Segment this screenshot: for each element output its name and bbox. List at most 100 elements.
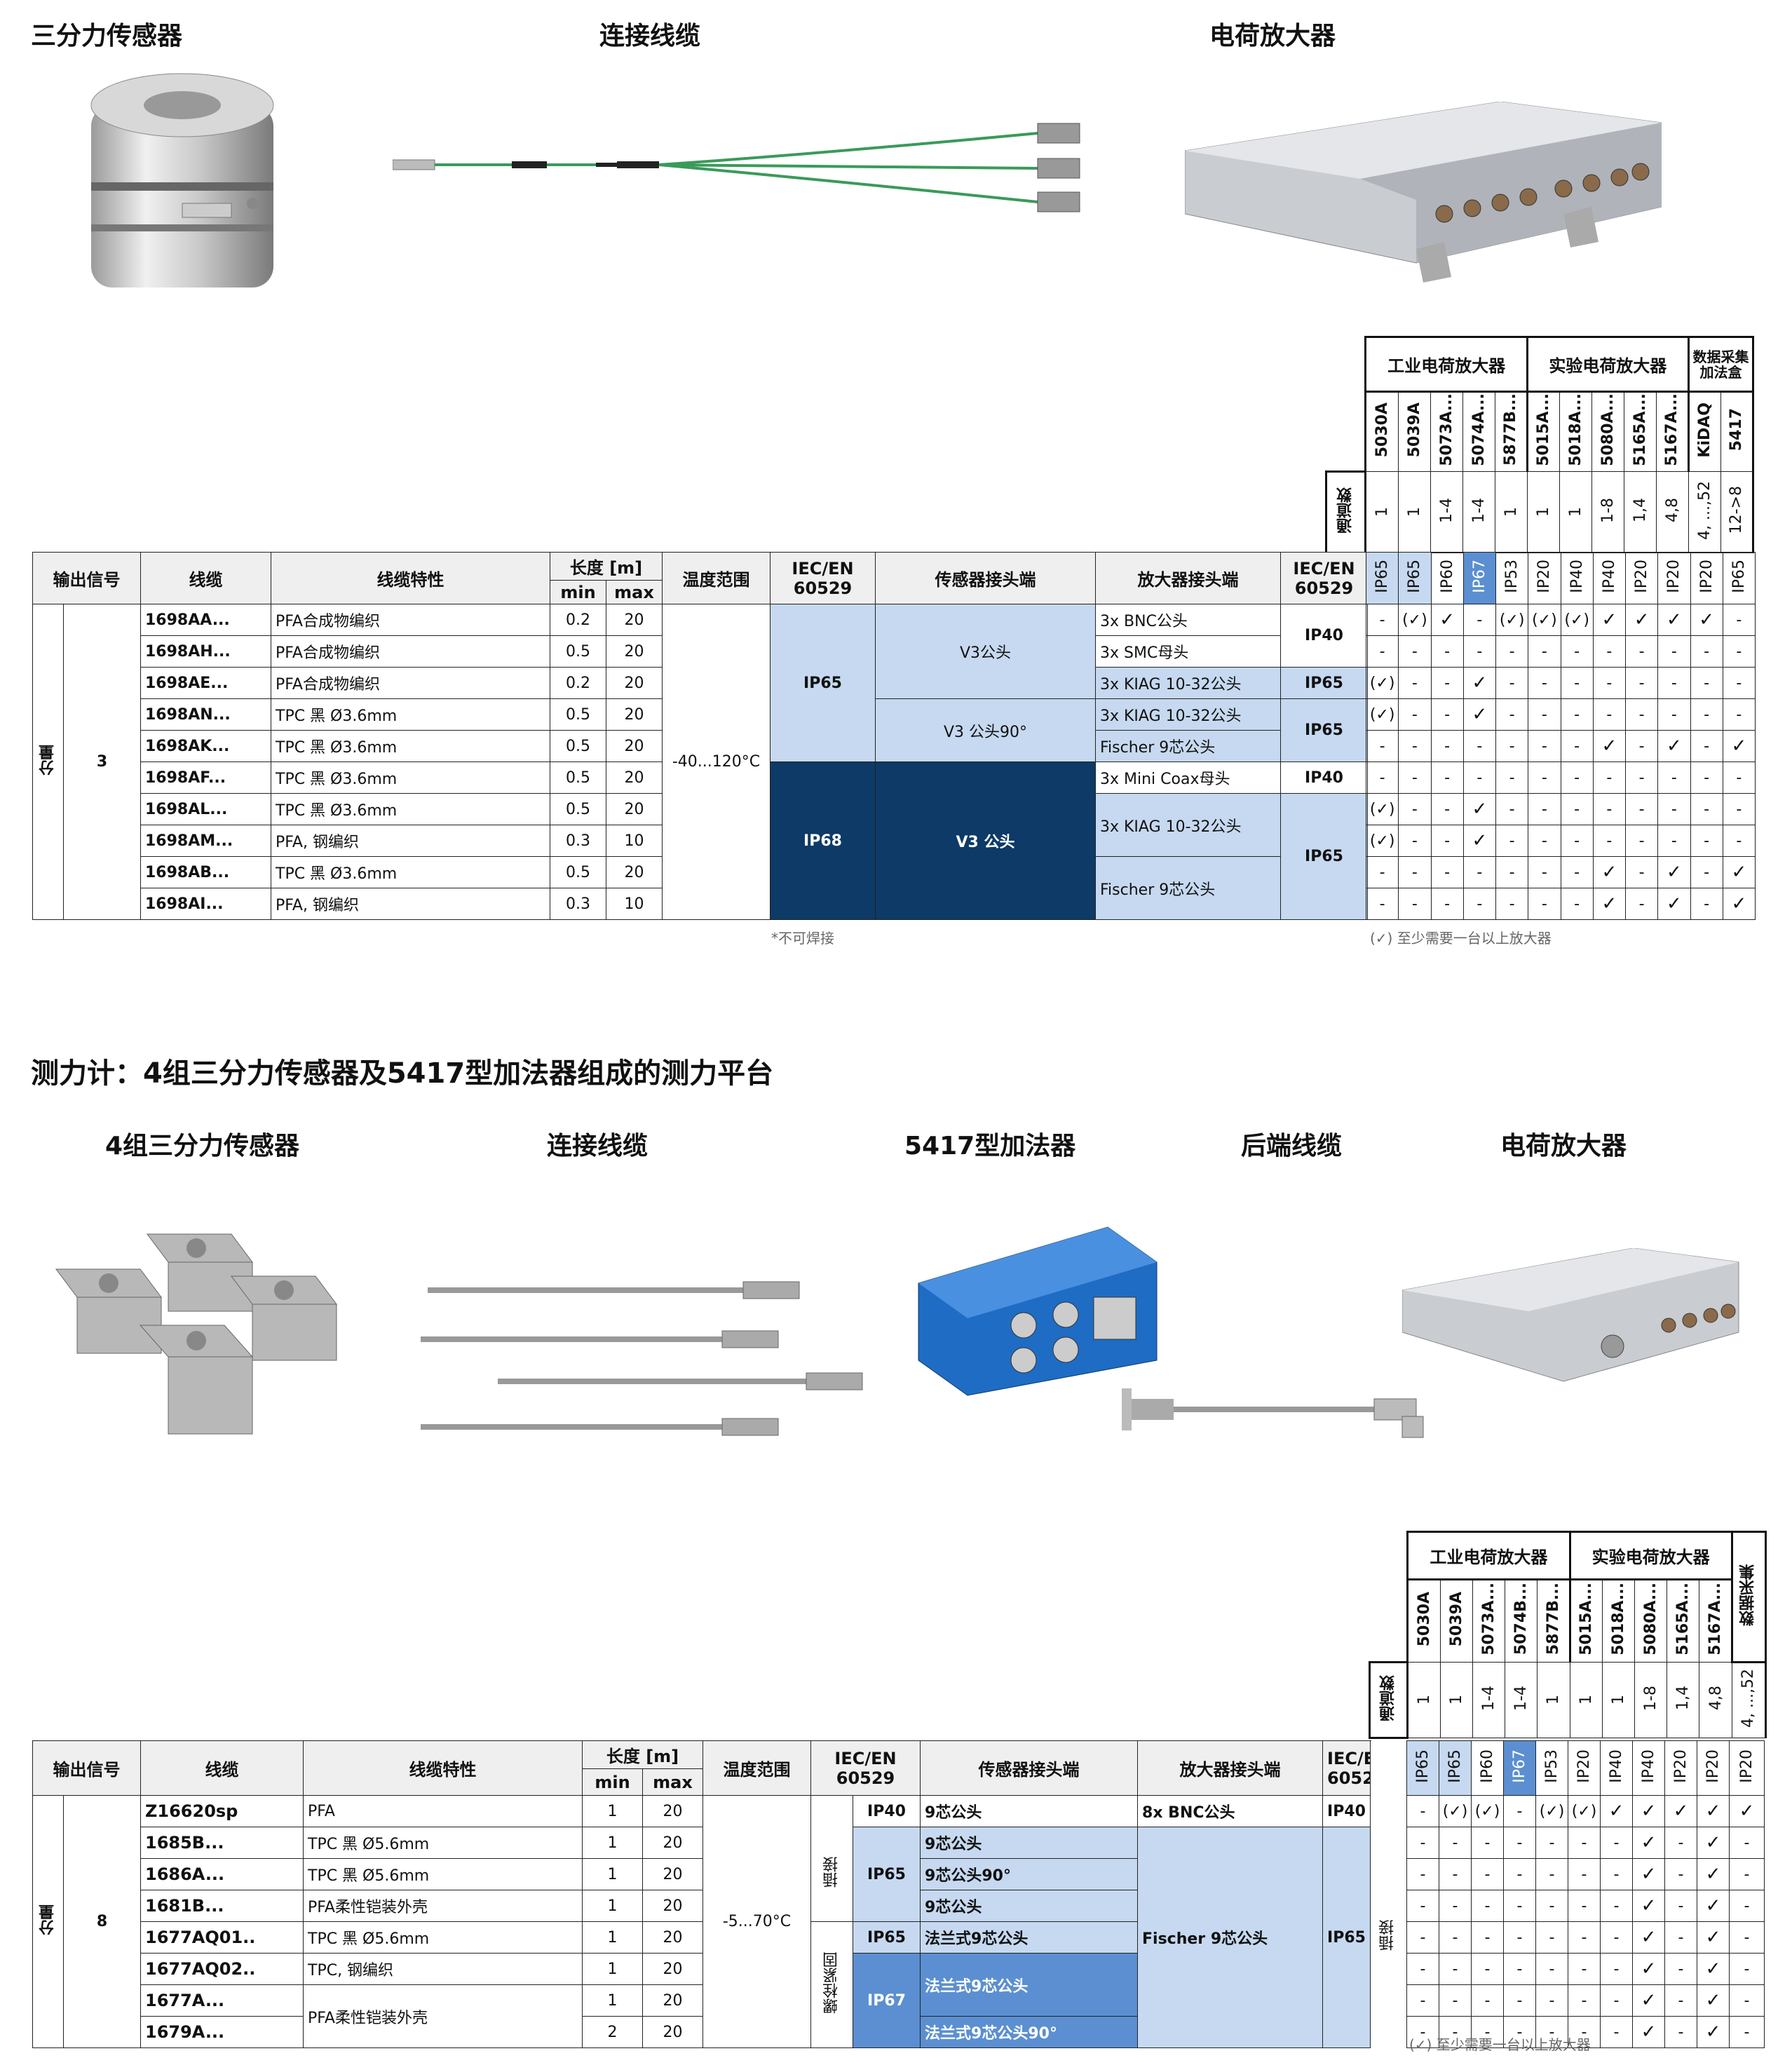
top-compat-cell: - bbox=[1722, 635, 1756, 668]
bottom-compat-cell: - bbox=[1439, 2016, 1472, 2048]
table-row-max: 20 bbox=[606, 793, 663, 825]
table-row-props: PFA柔性铠装外壳 bbox=[303, 1890, 583, 1922]
table-row: -------✓-✓-✓ bbox=[1365, 856, 1756, 888]
bottom-compat-cell: - bbox=[1568, 1890, 1601, 1922]
bottom-ip-r5: IP65 bbox=[852, 1921, 921, 1954]
top-compat-cell: (✓) bbox=[1365, 793, 1399, 825]
top-ip-col-1: IP65 bbox=[1398, 552, 1432, 604]
bottom-compat-cell: - bbox=[1535, 1953, 1568, 1985]
top-ip-col-6: IP40 bbox=[1560, 552, 1594, 604]
top-h-length: 长度 [m] bbox=[550, 552, 663, 581]
bottom-compat-cell: - bbox=[1439, 1890, 1472, 1922]
table-row-cable: 1698AN... bbox=[140, 698, 271, 731]
top-h-output: 输出信号 bbox=[32, 552, 141, 604]
top-compat-cell: - bbox=[1495, 667, 1529, 699]
top-compat-cell: - bbox=[1690, 856, 1723, 888]
top-compat-cell: (✓) bbox=[1365, 698, 1399, 731]
top-model-1: 5039A bbox=[1405, 402, 1423, 458]
bottom-compat-cell: - bbox=[1503, 1984, 1536, 2017]
top-compat-cell: - bbox=[1657, 635, 1691, 668]
top-compat-cell: - bbox=[1657, 667, 1691, 699]
top-compat-cell: ✓ bbox=[1592, 604, 1627, 636]
bottom-plug-label-2: 插接 bbox=[1379, 1920, 1397, 1951]
top-note-left: *不可焊接 bbox=[771, 930, 834, 947]
bottom-compat-cell: - bbox=[1406, 1890, 1439, 1922]
bottom-compat-cell: ✓ bbox=[1697, 1858, 1730, 1890]
bottom-compat-cell: - bbox=[1535, 1890, 1568, 1922]
top-model-5: 5015A... bbox=[1535, 393, 1553, 466]
top-compat-cell: - bbox=[1657, 793, 1691, 825]
bottom-ip-col-5: IP20 bbox=[1568, 1740, 1601, 1796]
bottom-compat-cell: - bbox=[1503, 1858, 1536, 1890]
bottom-ch-5: 1 bbox=[1577, 1695, 1595, 1705]
top-h-amp-conn: 放大器接头端 bbox=[1095, 552, 1281, 604]
table-row-min: 0.5 bbox=[550, 635, 606, 668]
top-ip-col-10: IP20 bbox=[1690, 552, 1723, 604]
top-compat-cell: - bbox=[1592, 635, 1627, 668]
table-row-props: TPC 黑 Ø5.6mm bbox=[303, 1827, 583, 1859]
bottom-amp-rest: Fischer 9芯公头 bbox=[1137, 1827, 1324, 2048]
bottom-channels-label: 通道数 bbox=[1379, 1674, 1397, 1721]
table-row-amp: 3x KIAG 10-32公头 bbox=[1095, 793, 1281, 857]
bottom-compat-cell: - bbox=[1535, 2016, 1568, 2048]
bottom-compat-cell: - bbox=[1600, 1827, 1633, 1859]
top-note-right: (✓) 至少需要一台以上放大器 bbox=[1370, 930, 1552, 947]
bottom-model-5: 5015A... bbox=[1577, 1583, 1596, 1656]
bottom-compat-cell: - bbox=[1535, 1827, 1568, 1859]
top-compat-cell: - bbox=[1624, 888, 1659, 920]
table-row-props: TPC 黑 Ø3.6mm bbox=[271, 730, 550, 762]
table-row-min: 2 bbox=[582, 2016, 643, 2048]
top-compat-cell: - bbox=[1560, 761, 1594, 794]
table-row-sensor: 法兰式9芯公头90° bbox=[920, 2016, 1139, 2048]
bottom-compat-cell: - bbox=[1503, 2016, 1536, 2048]
bottom-compat-cell: - bbox=[1471, 1921, 1504, 1954]
table-row-cable: 1698AA... bbox=[140, 604, 271, 636]
top-amp-ip-4: IP40 bbox=[1280, 761, 1368, 794]
top-h-cable: 线缆 bbox=[140, 552, 271, 604]
bottom-compat-cell: - bbox=[1568, 1858, 1601, 1890]
table-row-min: 0.2 bbox=[550, 667, 606, 699]
bottom-compat-cell: - bbox=[1600, 2016, 1633, 2048]
top-compat-cell: - bbox=[1624, 698, 1659, 731]
top-compat-cell: - bbox=[1624, 793, 1659, 825]
bottom-summer-heading: 5417型加法器 bbox=[904, 1132, 1076, 1160]
table-row-props: PFA柔性铠装外壳 bbox=[303, 1984, 583, 2048]
table-row: -------✓-✓- bbox=[1406, 1921, 1765, 1954]
top-compat-cell: - bbox=[1624, 825, 1659, 857]
top-compat-cell: - bbox=[1690, 761, 1723, 794]
table-row-cable: 1685B... bbox=[140, 1827, 304, 1859]
bottom-compat-cell: - bbox=[1664, 2016, 1697, 2048]
top-compat-cell: - bbox=[1398, 793, 1432, 825]
top-group-lab: 实验电荷放大器 bbox=[1526, 336, 1690, 393]
bottom-compat-cell: - bbox=[1600, 1984, 1633, 2017]
top-compat-cell: - bbox=[1657, 825, 1691, 857]
table-row-min: 0.5 bbox=[550, 698, 606, 731]
bottom-compat-cell: - bbox=[1664, 1890, 1697, 1922]
top-compat-cell: - bbox=[1398, 635, 1432, 668]
top-compat-cell: - bbox=[1690, 793, 1723, 825]
table-row: -(✓)(✓)-(✓)(✓)✓✓✓✓✓ bbox=[1406, 1795, 1765, 1827]
bottom-ip-r6: IP67 bbox=[852, 1953, 921, 2048]
bottom-ip-col-0: IP65 bbox=[1406, 1740, 1439, 1796]
top-ch-0: 1 bbox=[1373, 507, 1391, 517]
table-row-max: 20 bbox=[606, 635, 663, 668]
top-model-4: 5877B... bbox=[1502, 393, 1520, 466]
connecting-cable-image bbox=[393, 123, 1080, 212]
table-row-amp: 3x KIAG 10-32公头 bbox=[1095, 698, 1281, 731]
top-ip-col-9: IP20 bbox=[1657, 552, 1691, 604]
top-temp-range: -40...120°C bbox=[662, 604, 771, 920]
top-ch-9: 4,8 bbox=[1663, 498, 1681, 522]
top-compat-cell: - bbox=[1624, 635, 1659, 668]
table-row: -------✓-✓- bbox=[1406, 1953, 1765, 1985]
bottom-compat-cell: - bbox=[1600, 1890, 1633, 1922]
force-sensor-image bbox=[90, 73, 274, 287]
top-compat-cell: - bbox=[1560, 793, 1594, 825]
table-row-cable: 1679A... bbox=[140, 2016, 304, 2048]
bottom-model-6: 5018A... bbox=[1609, 1583, 1627, 1656]
top-compat-cell: - bbox=[1398, 856, 1432, 888]
table-row-cable: Z16620sp bbox=[140, 1795, 304, 1827]
bottom-amp-heading: 电荷放大器 bbox=[1500, 1132, 1627, 1160]
bottom-ch-7: 1-8 bbox=[1642, 1685, 1660, 1711]
bottom-h-length: 长度 [m] bbox=[582, 1740, 703, 1769]
table-row-amp: 3x SMC母头 bbox=[1095, 635, 1281, 668]
